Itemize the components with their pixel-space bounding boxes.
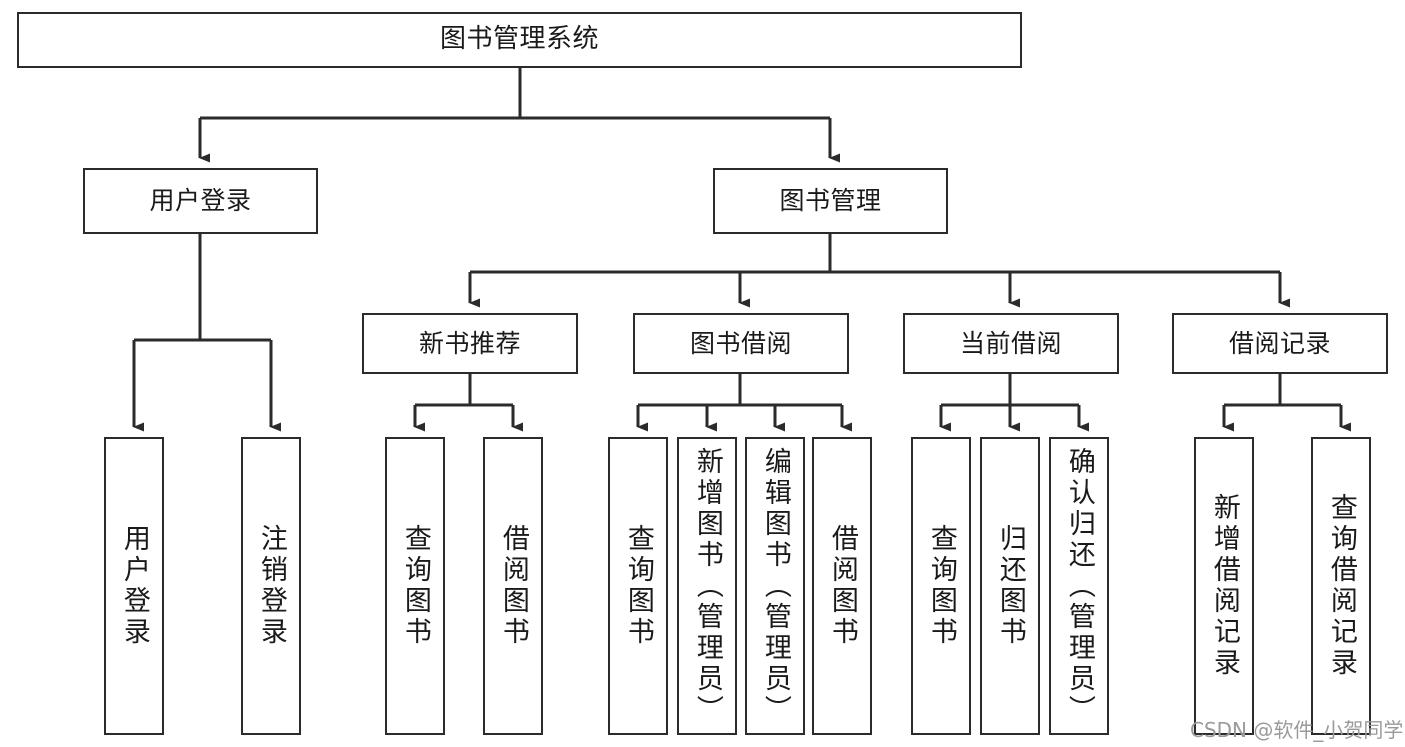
- leaf-edit-book-admin[interactable]: 编辑图书（管理员）: [745, 437, 805, 735]
- leaf-user-login[interactable]: 用户登录: [104, 437, 164, 735]
- node-label: 借阅记录: [1228, 328, 1331, 358]
- node-label: 新增借阅记录: [1208, 493, 1240, 679]
- node-label: 图书借阅: [689, 328, 792, 358]
- csdn-watermark: CSDN @软件_小贺同学: [1190, 718, 1404, 742]
- leaf-add-borrow-record[interactable]: 新增借阅记录: [1194, 437, 1254, 735]
- node-label: 用户登录: [118, 524, 150, 648]
- node-label: 确认归还（管理员）: [1063, 446, 1095, 726]
- node-label: 编辑图书（管理员）: [759, 446, 791, 726]
- leaf-add-book-admin[interactable]: 新增图书（管理员）: [677, 437, 737, 735]
- node-label: 新书推荐: [418, 328, 521, 358]
- leaf-borrow-book[interactable]: 借阅图书: [812, 437, 872, 735]
- leaf-query-book-borrow[interactable]: 查询图书: [608, 437, 668, 735]
- node-label: 当前借阅: [959, 328, 1062, 358]
- node-label: 查询借阅记录: [1325, 493, 1357, 679]
- node-label: 新增图书（管理员）: [691, 446, 723, 726]
- node-label: 查询图书: [399, 524, 431, 648]
- node-borrow-records[interactable]: 借阅记录: [1172, 313, 1388, 374]
- node-label: 借阅图书: [826, 524, 858, 648]
- node-label: 图书管理系统: [439, 24, 599, 55]
- node-label: 图书管理: [779, 186, 882, 215]
- leaf-borrow-book-new[interactable]: 借阅图书: [483, 437, 543, 735]
- node-label: 借阅图书: [497, 524, 529, 648]
- node-book-management[interactable]: 图书管理: [713, 168, 948, 234]
- node-root-system[interactable]: 图书管理系统: [17, 12, 1022, 68]
- node-label: 用户登录: [149, 186, 252, 215]
- leaf-confirm-return-admin[interactable]: 确认归还（管理员）: [1049, 437, 1109, 735]
- node-label: 查询图书: [925, 524, 957, 648]
- node-current-borrow[interactable]: 当前借阅: [903, 313, 1119, 374]
- leaf-query-book-current[interactable]: 查询图书: [911, 437, 971, 735]
- leaf-return-book[interactable]: 归还图书: [980, 437, 1040, 735]
- node-book-borrow[interactable]: 图书借阅: [633, 313, 849, 374]
- node-label: 归还图书: [994, 524, 1026, 648]
- leaf-query-book-new[interactable]: 查询图书: [385, 437, 445, 735]
- node-user-login[interactable]: 用户登录: [83, 168, 318, 234]
- leaf-query-borrow-record[interactable]: 查询借阅记录: [1311, 437, 1371, 735]
- node-label: 注销登录: [255, 524, 287, 648]
- leaf-logout[interactable]: 注销登录: [241, 437, 301, 735]
- node-new-book-recommend[interactable]: 新书推荐: [362, 313, 578, 374]
- node-label: 查询图书: [622, 524, 654, 648]
